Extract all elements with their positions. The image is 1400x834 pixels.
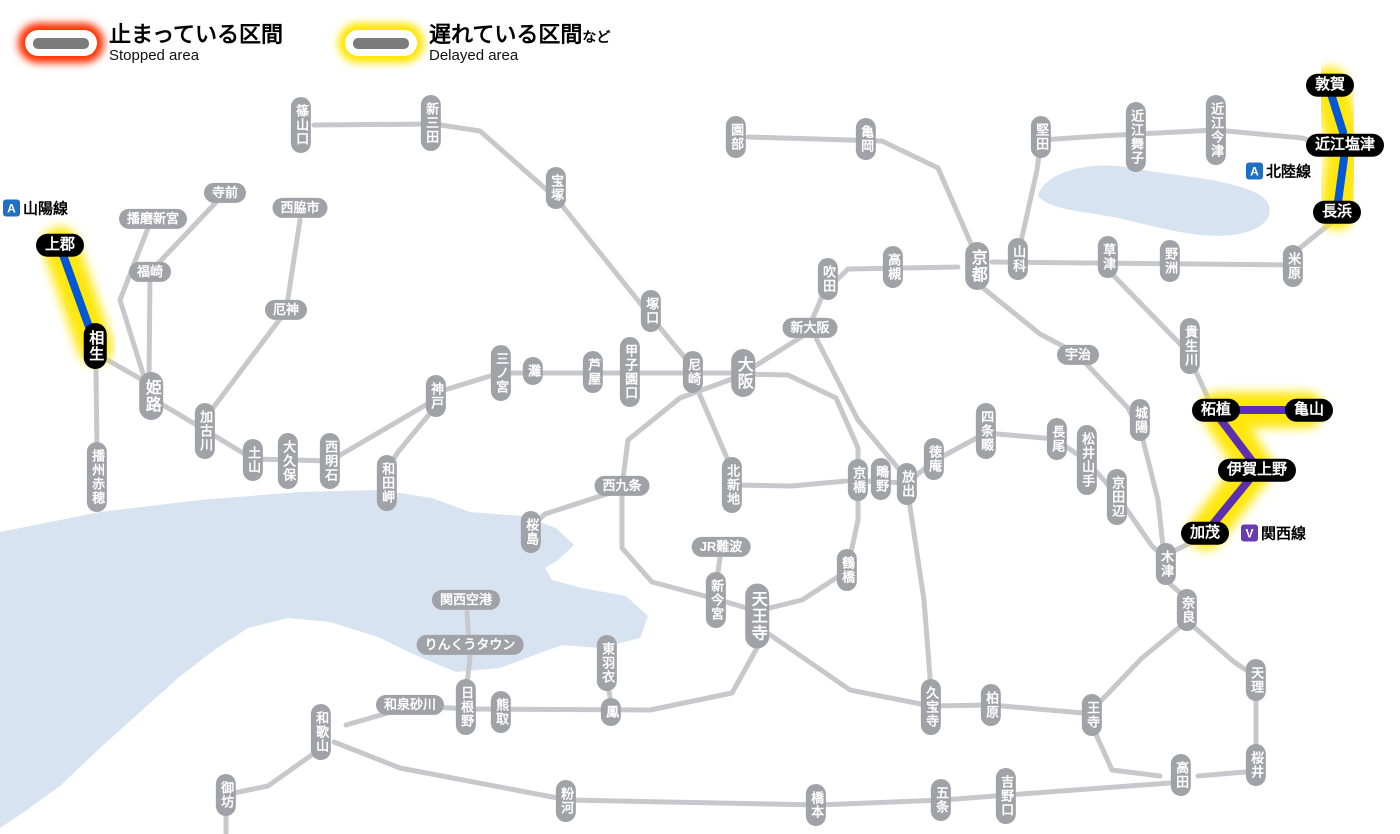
delayed-line-purple (1209, 476, 1253, 528)
rail-line (1190, 623, 1255, 677)
rail-line (989, 259, 1293, 268)
delayed-line-blue (1334, 154, 1348, 206)
rail-line (155, 396, 439, 464)
delayed-area-subtitle: Delayed area (429, 47, 519, 65)
rail-line (1107, 269, 1211, 401)
legend-bar (33, 37, 89, 49)
legend-bar (353, 37, 409, 49)
rail-line (529, 489, 616, 529)
rail-line (693, 383, 849, 489)
rail-line (117, 225, 151, 383)
rail-line (906, 497, 934, 693)
water-area (0, 490, 648, 828)
legend-stopped: 止まっている区間 Stopped area (25, 22, 283, 65)
rail-line (1169, 538, 1197, 555)
rail-line (311, 121, 693, 367)
rail-line (1095, 623, 1184, 707)
stopped-area-swatch (25, 30, 97, 57)
delayed-area-title-suffix: など (582, 29, 611, 45)
delayed-line-purple (1217, 416, 1256, 465)
rail-line (745, 134, 975, 249)
stopped-area-subtitle: Stopped area (109, 47, 200, 65)
stopped-area-title: 止まっている区間 (109, 22, 284, 47)
delayed-area-title-main: 遅れている区間 (429, 22, 583, 47)
rail-line (619, 371, 861, 614)
rail-line (331, 739, 1173, 808)
rail-line (763, 629, 1086, 716)
rail-line (713, 554, 723, 591)
rail-line (749, 264, 961, 371)
legend-delayed-text: 遅れている区間など Delayed area (429, 22, 610, 65)
rail-line (231, 751, 316, 796)
delayed-line-blue (1328, 93, 1347, 136)
rail-line (1091, 727, 1163, 779)
rail-line (863, 430, 1166, 559)
rail-line (1195, 769, 1248, 779)
rail-line (1167, 581, 1187, 599)
rail-line (980, 285, 1167, 559)
rail-line (146, 193, 225, 385)
rail-line (93, 367, 100, 455)
delayed-area-title: 遅れている区間など (429, 22, 610, 47)
water-area (1038, 165, 1270, 236)
legend-stopped-text: 止まっている区間 Stopped area (109, 22, 283, 65)
rail-line (204, 217, 303, 419)
rail-line (101, 355, 149, 385)
rail-line (1017, 127, 1339, 249)
delayed-area-swatch (345, 30, 417, 57)
rail-line (343, 645, 760, 728)
rail-line (813, 335, 901, 471)
legend-delayed: 遅れている区間など Delayed area (345, 22, 610, 65)
rail-line (604, 677, 613, 700)
